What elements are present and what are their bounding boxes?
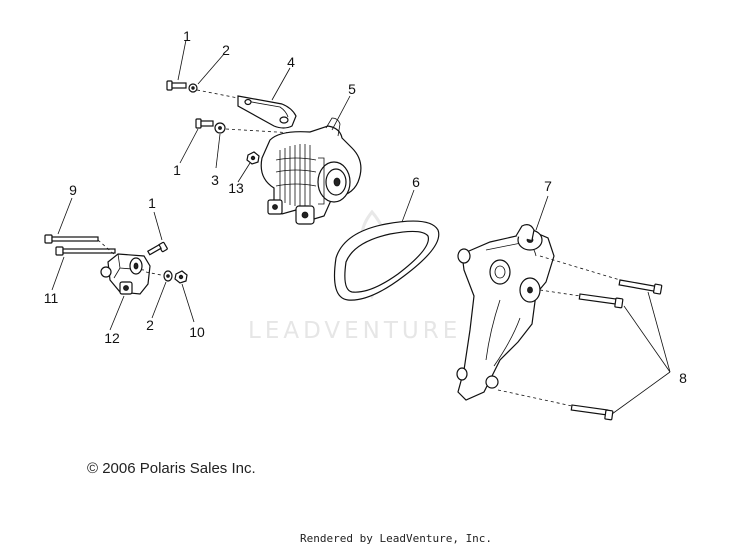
leader-10 xyxy=(181,283,195,323)
part-1-bolt-middle xyxy=(195,118,214,129)
axis-line-middle xyxy=(225,128,311,135)
callout-3: 3 xyxy=(211,172,219,188)
part-8-bolt-b xyxy=(578,293,624,309)
callout-1-top: 1 xyxy=(183,28,191,44)
leader-5 xyxy=(331,95,351,131)
part-2-washer-left xyxy=(163,270,173,282)
leadventure-watermark: LEADVENTURE xyxy=(248,318,462,344)
part-2-washer-top xyxy=(188,83,198,93)
callout-1-middle: 1 xyxy=(173,162,181,178)
copyright-notice: © 2006 Polaris Sales Inc. xyxy=(87,460,256,477)
callout-7: 7 xyxy=(544,178,552,194)
part-7-mount-bracket xyxy=(456,224,555,401)
leader-2-top xyxy=(197,53,225,85)
leader-4 xyxy=(271,67,291,101)
axis-line-9 xyxy=(97,239,117,257)
leader-2-left xyxy=(151,281,167,319)
callout-5: 5 xyxy=(348,81,356,97)
part-5-alternator xyxy=(260,117,362,225)
part-11-bolt xyxy=(55,246,116,256)
axis-line-8b xyxy=(539,289,581,297)
axis-line-8c xyxy=(497,389,573,407)
callout-8: 8 xyxy=(679,370,687,386)
callout-2-left: 2 xyxy=(146,317,154,333)
part-1-bolt-left xyxy=(146,241,168,256)
callout-1-left: 1 xyxy=(148,195,156,211)
leader-7 xyxy=(535,195,549,231)
leader-12 xyxy=(109,295,125,331)
callout-12: 12 xyxy=(104,330,120,346)
part-12-tensioner xyxy=(100,253,151,295)
part-3-washer xyxy=(214,122,226,134)
callout-9: 9 xyxy=(69,182,77,198)
part-4-bracket xyxy=(237,95,297,129)
callout-4: 4 xyxy=(287,54,295,70)
leader-13 xyxy=(237,162,251,183)
leader-8c xyxy=(611,371,671,415)
leader-9 xyxy=(57,197,73,235)
callout-13: 13 xyxy=(228,180,244,196)
leader-1-middle xyxy=(179,128,199,164)
part-1-bolt-top xyxy=(166,80,187,91)
leader-1-left xyxy=(153,211,163,241)
axis-line-8a xyxy=(539,255,621,281)
part-6-belt xyxy=(333,220,440,301)
callout-2-top: 2 xyxy=(222,42,230,58)
callout-10: 10 xyxy=(189,324,205,340)
leader-8a xyxy=(647,291,671,373)
leader-6 xyxy=(401,189,415,223)
axis-line-top xyxy=(196,89,239,99)
part-13-nut xyxy=(246,151,260,165)
leader-1-top xyxy=(177,39,187,81)
callout-11: 11 xyxy=(43,290,59,306)
leader-11 xyxy=(51,256,65,291)
callout-6: 6 xyxy=(412,174,420,190)
part-8-bolt-c xyxy=(570,404,614,421)
leader-8b xyxy=(623,305,671,373)
part-9-bolt xyxy=(44,234,99,244)
leader-3 xyxy=(215,133,221,169)
rendered-by-credit: Rendered by LeadVenture, Inc. xyxy=(300,532,493,545)
part-10-nut xyxy=(174,270,188,284)
part-8-bolt-a xyxy=(618,279,663,295)
